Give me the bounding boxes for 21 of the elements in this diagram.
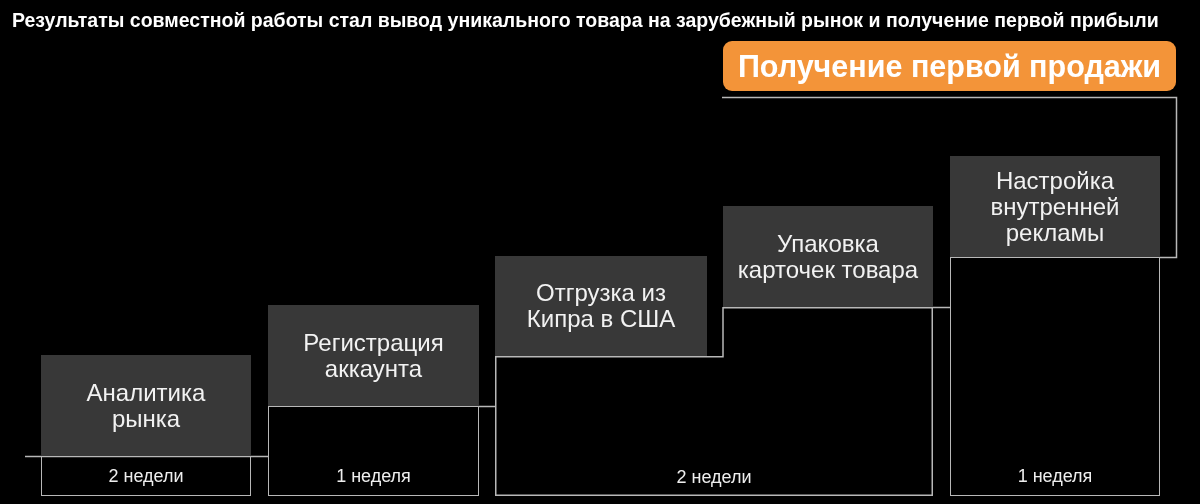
step-label: Упаковка карточек товара (736, 230, 920, 283)
step-label: Аналитика рынка (85, 379, 207, 432)
goal-label: Получение первой продажи (737, 48, 1162, 84)
duration-column (41, 456, 251, 496)
duration-label: 1 неделя (1017, 465, 1093, 487)
duration-label: 2 недели (676, 466, 752, 488)
step-box (268, 305, 479, 406)
step-box (495, 256, 707, 356)
duration-label: 1 неделя (336, 465, 411, 487)
duration-column (495, 307, 933, 496)
step-box (950, 156, 1160, 257)
step-box (41, 355, 251, 456)
duration-label: 2 недели (108, 465, 184, 487)
step-label: Настройка внутренней рекламы (989, 167, 1121, 246)
step-label: Регистрация аккаунта (302, 329, 445, 382)
duration-column (268, 406, 479, 496)
step-box (723, 206, 933, 307)
step-label: Отгрузка из Кипра в США (525, 280, 677, 332)
goal-banner (723, 41, 1176, 91)
duration-column (950, 257, 1160, 496)
title: Результаты совместной работы стал вывод уникального товара на зарубежный рынок и получение первой прибыли (12, 9, 1159, 31)
